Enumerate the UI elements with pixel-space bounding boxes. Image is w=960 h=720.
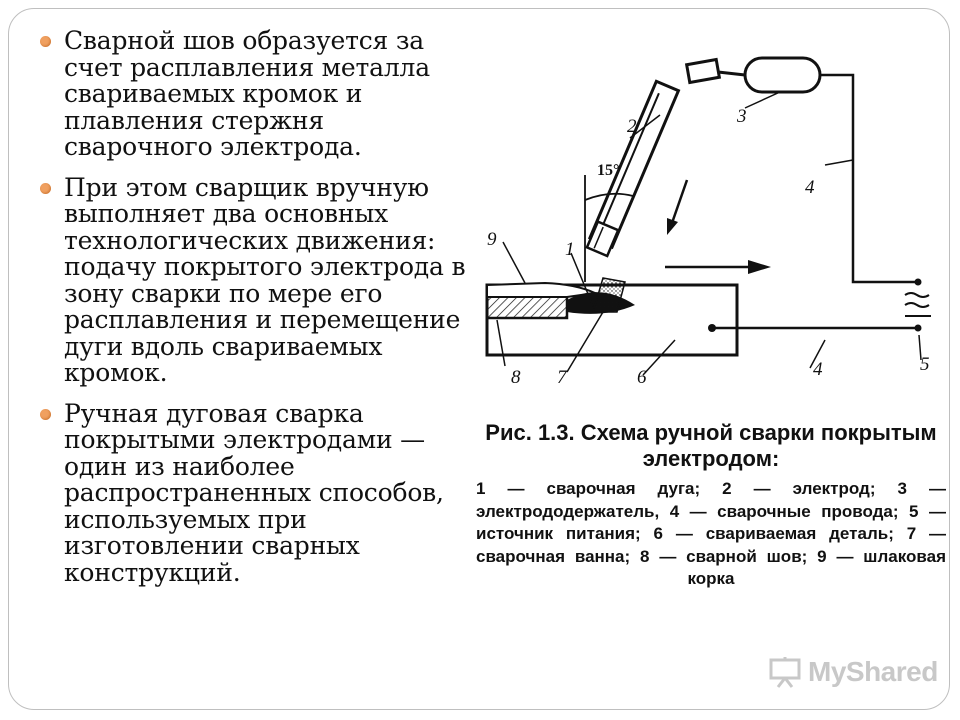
bullet-item: Сварной шов образуется за счет расплавле… (40, 26, 470, 161)
label-1: 1 (565, 239, 575, 260)
bullet-icon (40, 182, 51, 194)
label-5: 5 (920, 354, 930, 375)
watermark-text: MyShared (808, 656, 938, 687)
slag-crust (486, 281, 599, 298)
bullet-item: При этом сварщик вручную выполняет два о… (40, 172, 470, 387)
travel-arrow-head (748, 260, 771, 274)
label-6: 6 (637, 367, 647, 388)
bullet-icon (40, 408, 51, 420)
label-9: 9 (487, 229, 497, 250)
caption-title: Рис. 1.3. Схема ручной сварки покрытым э… (485, 420, 937, 471)
bullet-icon (40, 36, 51, 47)
electrode-holder-clamp (684, 57, 722, 85)
caption-legend: 1 — сварочная дуга; 2 — электрод; 3 — эл… (476, 479, 946, 588)
electrode-holder (743, 56, 822, 94)
label-4-top: 4 (805, 177, 815, 198)
figure-caption: Рис. 1.3. Схема ручной сварки покрытым э… (476, 420, 946, 591)
bullet-text: Ручная дуговая сварка покрытыми электрод… (64, 398, 444, 587)
label-4-bottom: 4 (813, 359, 823, 380)
label-8: 8 (511, 367, 521, 388)
welding-arc (591, 277, 626, 313)
welding-diagram: 15° 2 3 4 9 1 8 7 6 4 5 (485, 56, 931, 388)
electrode (585, 79, 681, 258)
bullet-list: Сварной шов образуется за счет расплавле… (40, 26, 470, 600)
welding-wire-top (820, 73, 920, 284)
label-3: 3 (736, 106, 747, 127)
slide-frame (8, 8, 950, 710)
watermark-logo: MyShared (768, 654, 938, 690)
power-source-symbol (904, 292, 931, 317)
bullet-text: При этом сварщик вручную выполняет два о… (64, 172, 466, 387)
bullet-item: Ручная дуговая сварка покрытыми электрод… (40, 398, 470, 587)
projector-screen-icon (769, 657, 801, 688)
feed-arrow-head (667, 218, 678, 235)
label-2: 2 (627, 116, 637, 137)
label-7: 7 (557, 367, 568, 388)
angle-label: 15° (597, 162, 619, 179)
bullet-text: Сварной шов образуется за счет расплавле… (64, 26, 430, 161)
